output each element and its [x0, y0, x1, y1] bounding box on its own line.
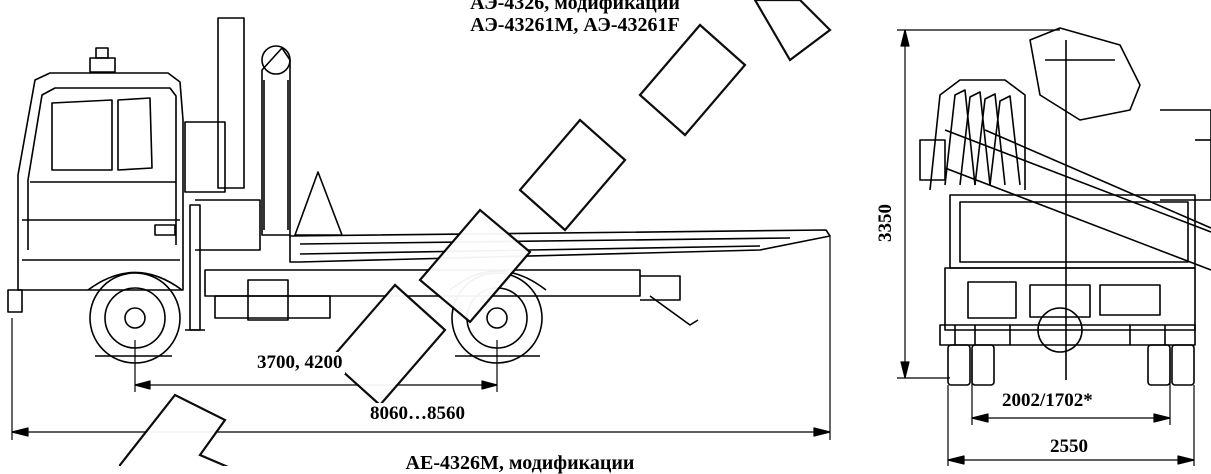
- track-dimension: 2002/1702*: [1000, 390, 1095, 412]
- title-bottom: АЕ-4326М, модификации: [405, 452, 635, 474]
- title-line-1: АЭ-4326, модификации: [470, 0, 680, 14]
- title-line-2: АЭ-43261М, АЭ-43261F: [470, 14, 680, 36]
- width-dimension: 2550: [1048, 436, 1090, 458]
- overall-length-dimension: 8060…8560: [368, 403, 467, 425]
- wheelbase-dimension: 3700, 4200: [255, 352, 345, 374]
- watermark-certauto: [118, 0, 832, 466]
- rear-view-truck: [919, 27, 1211, 386]
- height-dimension: 3350: [875, 202, 897, 244]
- rear-dimension-lines: [897, 29, 1195, 466]
